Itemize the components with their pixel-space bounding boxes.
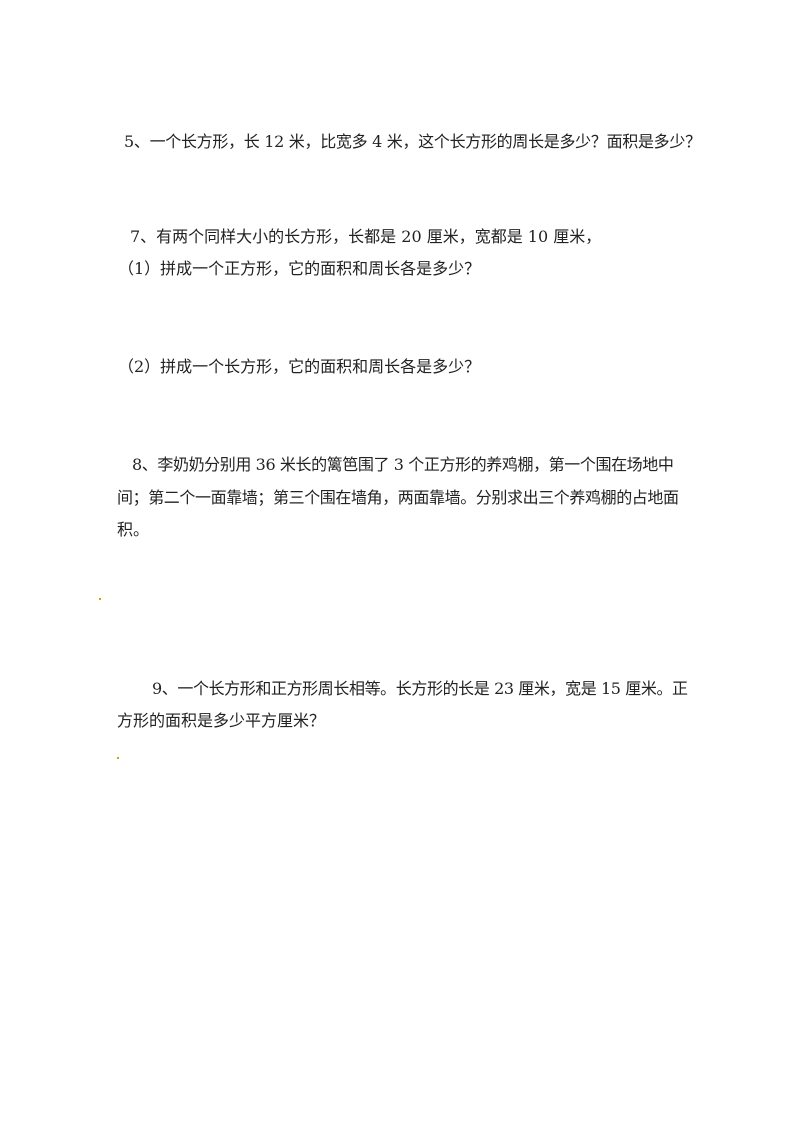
question-9-line-2: 方形的面积是多少平方厘米？ <box>117 711 326 730</box>
question-5: 5、一个长方形，长 12 米，比宽多 4 米，这个长方形的周长是多少？面积是多少… <box>124 132 701 151</box>
question-8-line-3: 积。 <box>117 520 150 539</box>
question-8-line-2: 间；第二个一面靠墙；第三个围在墙角，两面靠墙。分别求出三个养鸡棚的占地面 <box>117 488 679 507</box>
question-7-part-2: （2）拼成一个长方形，它的面积和周长各是多少？ <box>118 357 481 376</box>
question-9-line-1: 9、一个长方形和正方形周长相等。长方形的长是 23 厘米，宽是 15 厘米。正 <box>152 679 688 698</box>
question-7-stem: 7、有两个同样大小的长方形，长都是 20 厘米，宽都是 10 厘米， <box>130 227 602 246</box>
stray-mark <box>117 757 119 759</box>
question-8-line-1: 8、李奶奶分别用 36 米长的篱笆围了 3 个正方形的养鸡棚，第一个围在场地中 <box>132 455 674 474</box>
question-7-part-1: （1）拼成一个正方形，它的面积和周长各是多少？ <box>118 259 481 278</box>
stray-mark <box>99 598 101 600</box>
